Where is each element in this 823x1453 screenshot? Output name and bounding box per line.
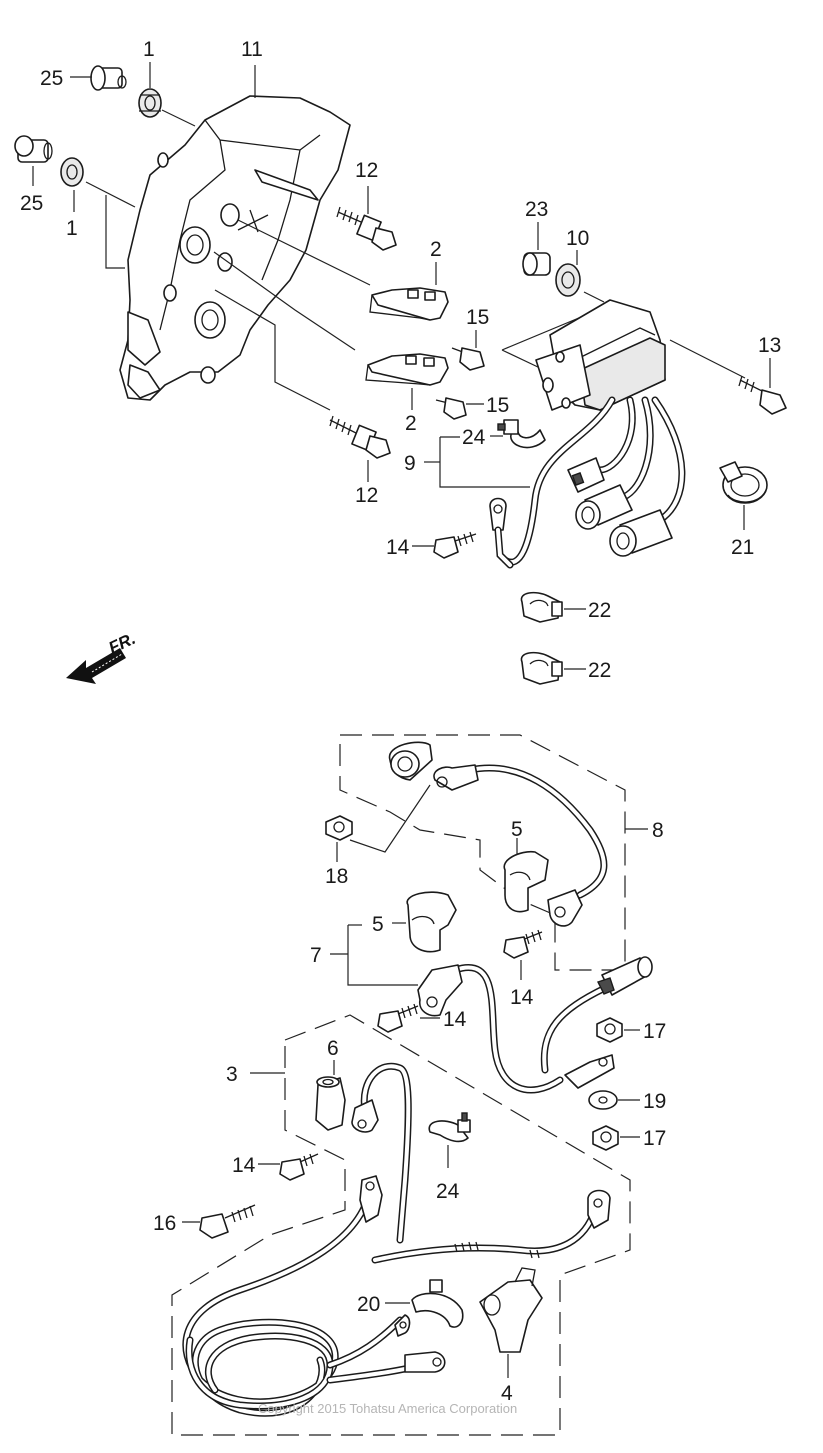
part-17-nut-upper <box>596 1017 623 1043</box>
part-1-grommet-left <box>60 157 84 187</box>
part-14-bolt-mid-right <box>503 929 543 959</box>
part-2-plate-upper <box>369 287 449 321</box>
part-3-terminal-end-a <box>394 1314 411 1337</box>
part-1-grommet-top <box>138 88 162 118</box>
part-connector-c <box>609 509 673 557</box>
callout-14-mid-left: 14 <box>443 1008 467 1031</box>
callout-4: 4 <box>501 1382 513 1405</box>
part-8-terminal-upper <box>433 764 479 791</box>
callout-1-top: 1 <box>143 38 155 61</box>
callout-6: 6 <box>327 1037 339 1060</box>
part-7-terminal-lower <box>564 1054 615 1089</box>
part-19-washer <box>588 1090 618 1110</box>
part-9-ring-terminal <box>489 497 514 569</box>
callout-18: 18 <box>325 865 348 888</box>
callout-15-upper: 15 <box>466 306 489 329</box>
callout-3: 3 <box>226 1063 238 1086</box>
callout-9: 9 <box>404 452 416 475</box>
part-23-collar <box>522 252 551 276</box>
callout-7: 7 <box>310 944 322 967</box>
callout-8: 8 <box>652 819 664 842</box>
callout-24-upper: 24 <box>462 426 486 449</box>
part-15-bolt-upper <box>451 347 485 371</box>
part-20-tie <box>411 1279 464 1328</box>
part-17-nut-lower <box>592 1125 619 1151</box>
callout-24-lower: 24 <box>436 1180 460 1203</box>
part-7-connector <box>597 956 653 996</box>
part-3-terminal-end-b <box>404 1351 446 1373</box>
callout-22-upper: 22 <box>588 599 611 622</box>
part-15-bolt-lower <box>435 397 467 420</box>
callout-21: 21 <box>731 536 754 559</box>
part-16-bolt <box>199 1204 256 1239</box>
callout-14-upper: 14 <box>386 536 410 559</box>
callout-2-lower: 2 <box>405 412 417 435</box>
callout-20: 20 <box>357 1293 380 1316</box>
callout-16: 16 <box>153 1212 176 1235</box>
part-6-boot <box>315 1076 346 1131</box>
front-direction-arrow: FR. <box>66 629 139 684</box>
part-4-boot <box>479 1267 543 1353</box>
part-24-clip-lower <box>428 1112 471 1143</box>
callout-17-upper: 17 <box>643 1020 666 1043</box>
part-3-small-terminal <box>351 1099 379 1133</box>
callout-2-upper: 2 <box>430 238 442 261</box>
callout-19: 19 <box>643 1090 666 1113</box>
part-22-clip-lower <box>520 651 563 685</box>
callout-23: 23 <box>525 198 548 221</box>
part-21-clamp <box>719 461 768 504</box>
part-8-boot <box>389 741 433 781</box>
part-14-bolt-lower-left <box>279 1153 319 1181</box>
part-22-clip-upper <box>520 591 563 623</box>
callout-5-upper: 5 <box>511 818 523 841</box>
part-connector-b <box>575 484 633 530</box>
part-connector-a <box>567 457 605 493</box>
part-rectifier-unit <box>535 299 666 411</box>
part-7-terminal <box>417 964 463 1017</box>
part-11-bracket <box>119 95 351 401</box>
callout-15-lower: 15 <box>486 394 509 417</box>
part-8-terminal-lower <box>547 889 583 927</box>
part-2-plate-lower <box>365 353 449 386</box>
front-direction-label: FR. <box>106 629 139 658</box>
callout-22-lower: 22 <box>588 659 611 682</box>
part-3-terminal-left <box>359 1175 383 1223</box>
callout-5-lower: 5 <box>372 913 384 936</box>
part-24-clip-upper <box>497 419 546 449</box>
callout-25-left: 25 <box>20 192 43 215</box>
part-25-collar-left <box>14 135 53 163</box>
callout-12-upper: 12 <box>355 159 378 182</box>
part-18-nut <box>325 815 353 841</box>
part-14-bolt-mid-left <box>377 1003 419 1033</box>
callout-12-lower: 12 <box>355 484 378 507</box>
part-12-bolt-upper <box>336 206 397 251</box>
callout-11: 11 <box>241 38 263 61</box>
callout-13: 13 <box>758 334 781 357</box>
part-5-boot-upper <box>503 850 549 913</box>
part-13-bolt <box>738 375 787 415</box>
callout-14-mid-right: 14 <box>510 986 534 1009</box>
part-12-bolt-lower <box>329 415 391 459</box>
copyright-watermark: Copyright 2015 Tohatsu America Corporati… <box>258 1401 517 1416</box>
callout-25-top: 25 <box>40 67 63 90</box>
part-5-boot-lower <box>406 891 457 953</box>
part-10-grommet <box>555 263 581 297</box>
callout-17-lower: 17 <box>643 1127 666 1150</box>
part-25-collar-top <box>90 65 127 91</box>
callout-14-lower-left: 14 <box>232 1154 256 1177</box>
part-3-terminal-right <box>587 1189 611 1229</box>
callout-10: 10 <box>566 227 589 250</box>
part-14-bolt-upper <box>433 531 477 559</box>
callout-1-left: 1 <box>66 217 78 240</box>
